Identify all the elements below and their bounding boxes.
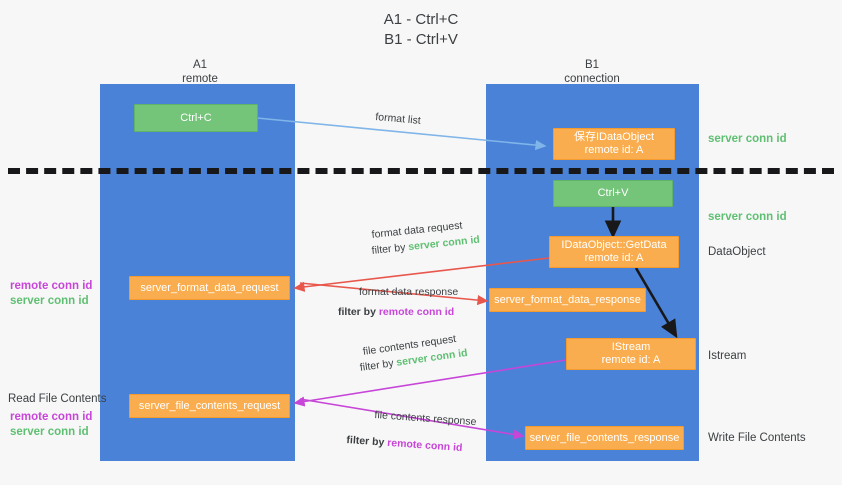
- right-label-dataobject: DataObject: [708, 246, 766, 258]
- node-server-format-data-response[interactable]: server_format_data_response: [489, 288, 646, 312]
- node-idataobject-store-sub: remote id: A: [584, 144, 644, 156]
- node-server-format-data-request[interactable]: server_format_data_request: [129, 276, 290, 300]
- node-istream-label: IStream: [611, 341, 651, 353]
- arrow-getdata-to-istream: [634, 267, 678, 339]
- edge-filter-prefix: filter by: [338, 306, 379, 318]
- divider-dashed-line: [8, 168, 834, 174]
- node-server-file-contents-response-label: server_file_contents_response: [529, 431, 680, 444]
- arrow-format-data-request: [293, 257, 550, 292]
- node-idataobject-getdata-label: IDataObject::GetData: [561, 239, 667, 251]
- column-header-b1: B1 connection: [564, 59, 620, 85]
- node-idataobject-getdata[interactable]: IDataObject::GetData remote id: A: [549, 236, 679, 268]
- arrow-format-list: [256, 117, 547, 151]
- edge-filter-prefix: filter by: [346, 433, 388, 449]
- right-label-write-file-contents: Write File Contents: [708, 432, 806, 444]
- node-server-format-data-request-label: server_format_data_request: [140, 281, 279, 294]
- node-idataobject-getdata-sub: remote id: A: [584, 252, 644, 264]
- node-server-file-contents-request[interactable]: server_file_contents_request: [129, 394, 290, 418]
- node-ctrl-v[interactable]: Ctrl+V: [553, 180, 673, 207]
- edge-filter-value-remote-conn-id: remote conn id: [378, 306, 455, 318]
- edge-filter-prefix: filter by: [371, 241, 409, 257]
- page-title: A1 - Ctrl+C B1 - Ctrl+V: [383, 11, 459, 48]
- node-server-format-data-response-label: server_format_data_response: [494, 293, 641, 306]
- arrow-file-contents-response: [299, 398, 525, 440]
- node-ctrl-v-label: Ctrl+V: [597, 187, 629, 199]
- node-idataobject-store[interactable]: 保存IDataObject remote id: A: [553, 128, 675, 160]
- left-label-server-conn-id-1: server conn id: [10, 295, 89, 307]
- edge-filter-format-data-response: filter by remote conn id: [338, 305, 454, 319]
- column-header-a1: A1 remote: [182, 59, 218, 85]
- right-label-server-conn-id-2: server conn id: [708, 211, 787, 223]
- node-server-file-contents-response[interactable]: server_file_contents_response: [525, 426, 684, 450]
- node-istream[interactable]: IStream remote id: A: [566, 338, 696, 370]
- left-label-read-file-contents: Read File Contents: [8, 393, 107, 405]
- node-ctrl-c[interactable]: Ctrl+C: [134, 104, 258, 132]
- left-label-remote-conn-id-2: remote conn id: [10, 411, 93, 423]
- right-label-istream: Istream: [708, 350, 747, 362]
- node-idataobject-store-label: 保存IDataObject: [573, 131, 655, 143]
- node-ctrl-c-label: Ctrl+C: [180, 111, 212, 124]
- left-label-remote-conn-id-1: remote conn id: [10, 280, 93, 292]
- node-istream-sub: remote id: A: [601, 354, 661, 366]
- left-label-server-conn-id-2: server conn id: [10, 426, 89, 438]
- edge-label-format-data-response: format data response: [359, 286, 459, 298]
- arrow-file-contents-request: [293, 359, 567, 407]
- right-label-server-conn-id-1: server conn id: [708, 133, 787, 145]
- arrow-format-data-response: [299, 282, 489, 306]
- node-server-file-contents-request-label: server_file_contents_request: [138, 399, 281, 412]
